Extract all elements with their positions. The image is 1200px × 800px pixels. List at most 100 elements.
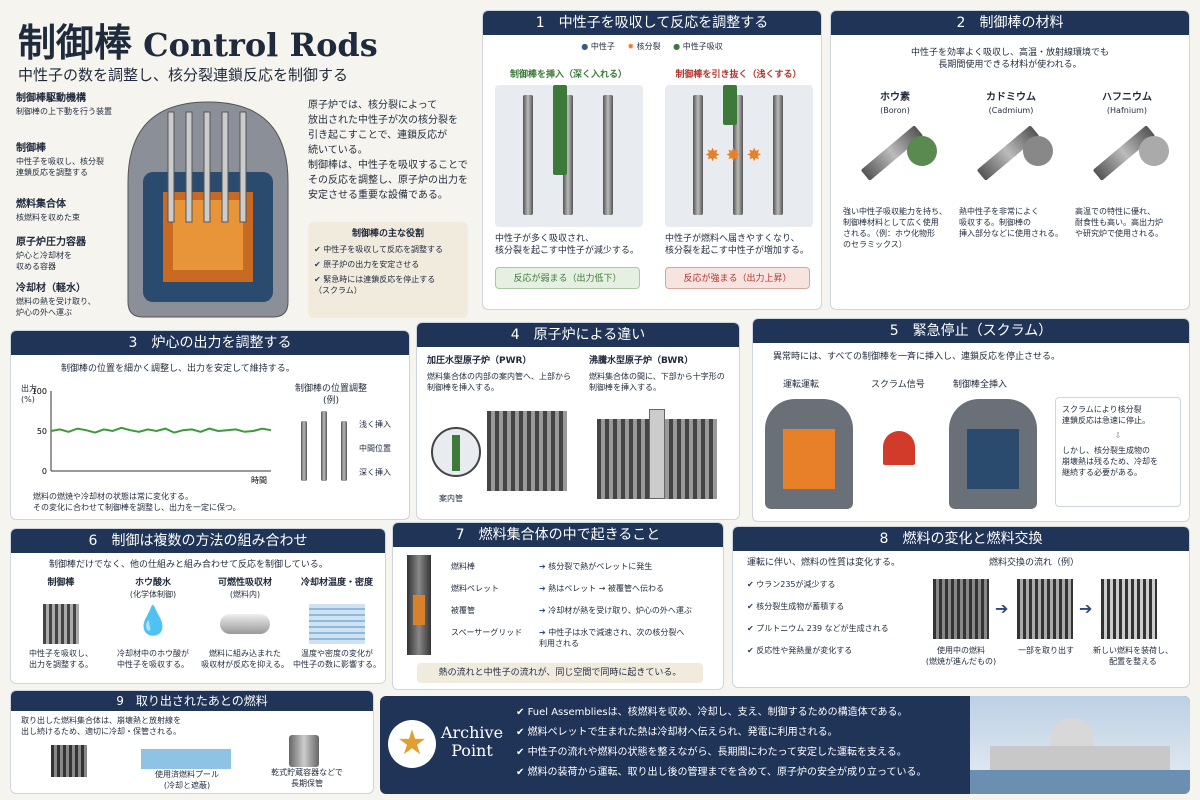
- material-cadmium: カドミウム(Cadmium) 熱中性子を非常によく 吸収する。制御棒の 挿入部分…: [959, 92, 1063, 238]
- spent-pool: [141, 749, 231, 769]
- s3-intro: 制御棒の位置を細かく調整し、出力を安定して維持する。: [61, 364, 295, 374]
- fuel-new: [1101, 579, 1157, 639]
- s3-note: 燃料の燃焼や冷却材の状態は常に変化する。 その変化に合わせて制御棒を調整し、出力…: [33, 492, 241, 512]
- arrow-icon: ➔: [995, 599, 1009, 618]
- flow-1: ➔ 核分裂で熱がペレットに発生: [539, 562, 653, 571]
- s9-cask-label: 乾式貯蔵容器などで 長期保管: [271, 768, 343, 788]
- label-fuel-rod: 燃料棒: [451, 562, 475, 571]
- bwr-cross-rod: [649, 409, 665, 499]
- title-jp: 制御棒: [18, 21, 133, 65]
- change-item: 核分裂生成物が蓄積する: [747, 601, 844, 612]
- change-item: ウラン235が減少する: [747, 579, 835, 590]
- archive-point-item: ✔ 燃料の装荷から運転、取り出し後の管理までを含めて、原子炉の安全が成り立ってい…: [516, 767, 927, 778]
- reactor-scrammed: [949, 399, 1037, 509]
- title-en: Control Rods: [143, 26, 378, 64]
- reactor-labels: 制御棒駆動機構制御棒の上下動を行う装置 制御棒中性子を吸収し、核分裂 連鎖反応を…: [16, 92, 126, 318]
- archive-point-item: ✔ 燃料ペレットで生まれた熱は冷却材へ伝えられ、発電に利用される。: [516, 727, 838, 738]
- page-title: 制御棒 Control Rods: [18, 12, 378, 67]
- s2-materials: ホウ素(Boron) 強い中性子吸収能力を持ち、 制御棒材料として広く使用 され…: [837, 91, 1185, 250]
- label-spacer: スペーサーグリッド: [451, 628, 523, 637]
- s8-intro: 運転に伴い、燃料の性質は変化する。: [747, 558, 901, 568]
- s7-note: 熱の流れと中性子の流れが、同じ空間で同時に起きている。: [417, 663, 703, 683]
- role-item: 原子炉の出力を安定させる: [314, 259, 462, 270]
- s3-ylabel: 出力 (%): [21, 384, 37, 404]
- archive-point-item: ✔ Fuel Assembliesは、核燃料を収め、冷却し、支え、制御するための…: [516, 707, 908, 718]
- pos-middle: 中間位置: [359, 444, 391, 453]
- section-9: 9 取り出されたあとの燃料 取り出した燃料集合体は、崩壊熱と放射線を 出し続ける…: [10, 690, 374, 794]
- role-item: 緊急時には連鎖反応を停止する （スクラム）: [314, 274, 462, 296]
- pwr-zoom: [431, 427, 481, 477]
- alarm-icon: [883, 431, 915, 465]
- pos-deep: 深く挿入: [359, 468, 391, 477]
- pos-shallow: 浅く挿入: [359, 420, 391, 429]
- section-3-title: 3 炉心の出力を調整する: [11, 331, 409, 355]
- section-9-title: 9 取り出されたあとの燃料: [11, 691, 373, 711]
- fuel-rod-cutaway: [407, 555, 431, 655]
- dry-cask: [289, 735, 319, 767]
- rod-deep: [341, 421, 347, 481]
- method-burnable-absorber: 可燃性吸収材(燃料内)燃料に組み込まれた 吸収材が反応を抑える。: [201, 578, 289, 669]
- section-2-title: 2 制御棒の材料: [831, 11, 1189, 35]
- rod-shallow: [301, 421, 307, 481]
- s2-intro: 中性子を効率よく吸収し、高温・放射線環境でも 長期間使用できる材料が使われる。: [910, 48, 1109, 70]
- s1-left-head: 制御棒を挿入（深く入れる）: [509, 70, 627, 80]
- change-item: プルトニウム 239 などが生成される: [747, 623, 888, 634]
- section-8: 8 燃料の変化と燃料交換 運転に伴い、燃料の性質は変化する。 ウラン235が減少…: [732, 526, 1190, 688]
- power-plant-photo: [970, 696, 1190, 794]
- flow-3: ➔ 冷却材が熱を受け取り、炉心の外へ運ぶ: [539, 606, 692, 615]
- roles-box: 制御棒の主な役割 中性子を吸収して反応を調整する 原子炉の出力を安定させる 緊急…: [308, 222, 468, 318]
- section-1-title: 1 中性子を吸収して反応を調整する: [483, 11, 821, 35]
- s1-right-result: 反応が強まる（出力上昇）: [665, 267, 810, 289]
- s5-label-signal: スクラム信号: [871, 380, 925, 390]
- s6-intro: 制御棒だけでなく、他の仕組みと組み合わせて反応を制御している。: [49, 560, 328, 570]
- section-5-title: 5 緊急停止（スクラム）: [753, 319, 1189, 343]
- flow-4: ➔ 中性子は水で減速され、次の核分裂へ 利用される: [539, 628, 685, 648]
- archive-points: ✔ Fuel Assembliesは、核燃料を収め、冷却し、支え、制御するための…: [516, 706, 927, 780]
- label-coolant: 冷却材（軽水）燃料の熱を受け取り、 炉心の外へ運ぶ: [16, 283, 96, 317]
- s5-label-normal: 運転運転: [783, 380, 820, 390]
- s9-desc: 取り出した燃料集合体は、崩壊熱と放射線を 出し続けるため、適切に冷却・保管される…: [21, 716, 181, 736]
- material-hafnium: ハフニウム(Hafnium) 高温での特性に優れ、 耐食性も高い。高出力炉 や研…: [1069, 91, 1185, 250]
- section-4-title: 4 原子炉による違い: [417, 323, 739, 347]
- rod-middle: [321, 411, 327, 481]
- s1-right-desc: 中性子が燃料へ届きやすくなり、 核分裂を起こす中性子が増加する。: [665, 234, 809, 256]
- page-subtitle: 中性子の数を調整し、核分裂連鎖反応を制御する: [18, 66, 349, 84]
- flow-2: ➔ 熱はペレット → 被覆管へ伝わる: [539, 584, 665, 593]
- s1-right-head: 制御棒を引き抜く（浅くする）: [675, 70, 802, 80]
- step-1: 使用中の燃料 (燃焼が進んだもの): [925, 646, 997, 666]
- bwr-desc: 燃料集合体の間に、下部から十字形の 制御棒を挿入する。: [589, 372, 725, 392]
- section-6-title: 6 制御は複数の方法の組み合わせ: [11, 529, 385, 553]
- s5-label-inserted: 制御棒全挿入: [953, 380, 1008, 390]
- section-8-title: 8 燃料の変化と燃料交換: [733, 527, 1189, 551]
- section-4: 4 原子炉による違い 加圧水型原子炉（PWR） 燃料集合体の内部の案内管へ、上部…: [416, 322, 740, 520]
- x-axis-label: 時間: [251, 476, 267, 485]
- star-icon: ★: [388, 720, 436, 768]
- section-6: 6 制御は複数の方法の組み合わせ 制御棒だけでなく、他の仕組みと組み合わせて反応…: [10, 528, 386, 684]
- pwr-desc: 燃料集合体の内部の案内管へ、上部から 制御棒を挿入する。: [427, 372, 571, 392]
- method-boric-acid: ホウ酸水(化学体制御)💧冷却材中のホウ酸が 中性子を吸収する。: [117, 578, 189, 669]
- label-rod: 制御棒中性子を吸収し、核分裂 連鎖反応を調整する: [16, 143, 104, 177]
- spent-assembly: [51, 745, 87, 777]
- s6-methods: 制御棒中性子を吸収し、 出力を調整する。 ホウ酸水(化学体制御)💧冷却材中のホウ…: [15, 577, 383, 670]
- pwr-guide-label: 案内管: [439, 494, 463, 503]
- section-5: 5 緊急停止（スクラム） 異常時には、すべての制御棒を一斉に挿入し、連鎖反応を停…: [752, 318, 1190, 522]
- method-control-rod: 制御棒中性子を吸収し、 出力を調整する。: [29, 578, 93, 669]
- archive-point-item: ✔ 中性子の流れや燃料の状態を整えながら、長期間にわたって安定した運転を支える。: [516, 747, 907, 758]
- step-3: 新しい燃料を装荷し、 配置を整える: [1093, 646, 1173, 666]
- power-line: [50, 426, 272, 434]
- intro-text: 原子炉では、核分裂によって 放出された中性子が次の核分裂を 引き起こすことで、連…: [308, 100, 468, 201]
- label-fuel: 燃料集合体核燃料を収めた束: [16, 199, 80, 222]
- y-tick-label: 50: [37, 427, 47, 436]
- section-7-title: 7 燃料集合体の中で起きること: [393, 523, 723, 547]
- s8-flow-title: 燃料交換の流れ（例）: [989, 558, 1080, 568]
- pwr-assembly: [487, 411, 567, 491]
- s1-legend: ● 中性子 ✸ 核分裂 ● 中性子吸収: [581, 42, 723, 51]
- y-tick-label: 100: [32, 387, 47, 396]
- section-1: 1 中性子を吸収して反応を調整する ● 中性子 ✸ 核分裂 ● 中性子吸収 制御…: [482, 10, 822, 310]
- role-item: 中性子を吸収して反応を調整する: [314, 244, 462, 255]
- s1-left-desc: 中性子が多く吸収され、 核分裂を起こす中性子が減少する。: [495, 234, 639, 256]
- label-vessel: 原子炉圧力容器炉心と冷却材を 収める容器: [16, 237, 86, 271]
- section-3: 3 炉心の出力を調整する 制御棒の位置を細かく調整し、出力を安定して維持する。 …: [10, 330, 410, 520]
- roles-title: 制御棒の主な役割: [351, 229, 424, 239]
